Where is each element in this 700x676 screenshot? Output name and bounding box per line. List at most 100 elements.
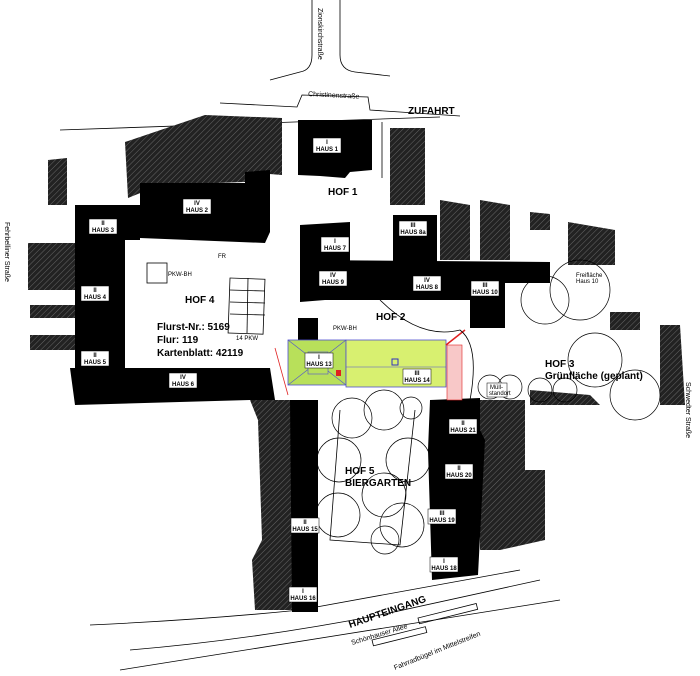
house-floors: I bbox=[302, 589, 304, 595]
house-label-box bbox=[320, 236, 350, 253]
house-name: HAUS 3 bbox=[92, 228, 115, 234]
house-name: HAUS 7 bbox=[324, 246, 347, 252]
house-name: HAUS 14 bbox=[404, 378, 430, 384]
house-floors: I bbox=[443, 559, 445, 565]
freiflaeche-label: Freifläche bbox=[576, 273, 603, 279]
house-floors: IV bbox=[330, 273, 336, 279]
house-name: HAUS 16 bbox=[290, 596, 316, 602]
street-lines bbox=[59, 0, 561, 671]
house-floors: IV bbox=[194, 201, 200, 207]
house-floors: II bbox=[101, 221, 105, 227]
access-label: ZUFAHRT bbox=[408, 106, 455, 117]
house-label-box bbox=[182, 198, 212, 215]
hof5-subtitle: BIERGARTEN bbox=[345, 478, 411, 489]
parcel-kartenblatt: Kartenblatt: 42119 bbox=[157, 348, 244, 359]
house-label-box bbox=[304, 352, 334, 369]
house-label-box bbox=[412, 275, 442, 292]
waste-area bbox=[486, 382, 508, 398]
house-label-box bbox=[429, 556, 459, 573]
neighbour-buildings bbox=[28, 115, 685, 610]
street-schwedter: Schwedter Straße bbox=[684, 382, 691, 438]
house-floors: II bbox=[303, 520, 307, 526]
street-fehrbelliner: Fehrbelliner Straße bbox=[3, 222, 10, 282]
house-label-box bbox=[444, 463, 474, 480]
house-name: HAUS 8 bbox=[416, 285, 439, 291]
hof3-label: HOF 3 bbox=[545, 359, 575, 370]
pkw-count-label: 14 PKW bbox=[236, 336, 258, 342]
house-name: HAUS 20 bbox=[446, 473, 472, 479]
hof5-label: HOF 5 bbox=[345, 466, 375, 477]
house-name: HAUS 15 bbox=[292, 527, 318, 533]
hof4-label: HOF 4 bbox=[185, 295, 215, 306]
house-floors: II bbox=[93, 288, 97, 294]
street-christinen: Christinenstraße bbox=[308, 91, 360, 101]
parcel-number: Flurst-Nr.: 5169 bbox=[157, 322, 230, 333]
trees bbox=[315, 259, 661, 555]
house-name: HAUS 9 bbox=[322, 280, 345, 286]
house-floors: III bbox=[410, 223, 415, 229]
house-label-box bbox=[318, 270, 348, 287]
planned-roof-area bbox=[274, 329, 466, 401]
parcel-flur: Flur: 119 bbox=[157, 335, 199, 346]
house-label-box bbox=[88, 218, 118, 235]
waste-label: Müll- bbox=[490, 385, 503, 391]
house-label-box bbox=[427, 508, 457, 525]
street-zionskirch: Zionskirchstraße bbox=[316, 8, 323, 60]
house-label-box bbox=[288, 586, 318, 603]
pkw-bh-label: PKW-BH bbox=[168, 272, 192, 278]
house-floors: III bbox=[482, 283, 487, 289]
house-name: HAUS 6 bbox=[172, 382, 195, 388]
house-label-box bbox=[80, 350, 110, 367]
hof3-subtitle: Grünfläche (geplant) bbox=[545, 371, 643, 382]
house-name: HAUS 1 bbox=[316, 147, 339, 153]
hof1-label: HOF 1 bbox=[328, 187, 358, 198]
house-floors: III bbox=[414, 371, 419, 377]
house-label-box bbox=[312, 137, 342, 154]
house-label-box bbox=[168, 372, 198, 389]
parking-grid bbox=[146, 262, 266, 335]
house-name: HAUS 13 bbox=[306, 362, 332, 368]
house-name: HAUS 18 bbox=[431, 566, 457, 572]
hof2-label: HOF 2 bbox=[376, 312, 406, 323]
fr-label: FR bbox=[218, 254, 227, 260]
house-label-box bbox=[402, 368, 432, 385]
house-label-box bbox=[448, 418, 478, 435]
house-floors: II bbox=[457, 466, 461, 472]
house-name: HAUS 5 bbox=[84, 360, 107, 366]
waste-label-2: standort bbox=[489, 391, 511, 397]
house-name: HAUS 10 bbox=[472, 290, 498, 296]
house-floors: III bbox=[439, 511, 444, 517]
complex-buildings bbox=[70, 120, 550, 612]
house-name: HAUS 21 bbox=[450, 428, 476, 434]
bike-racks-label: Fahrradbügel im Mittelstreifen bbox=[393, 631, 482, 672]
house-floors: IV bbox=[424, 278, 430, 284]
house-label-box bbox=[398, 220, 428, 237]
house-floors: I bbox=[334, 239, 336, 245]
house-label-box bbox=[290, 517, 320, 534]
house-floors: II bbox=[461, 421, 465, 427]
house-label-box bbox=[80, 285, 110, 302]
house-name: HAUS 4 bbox=[84, 295, 107, 301]
